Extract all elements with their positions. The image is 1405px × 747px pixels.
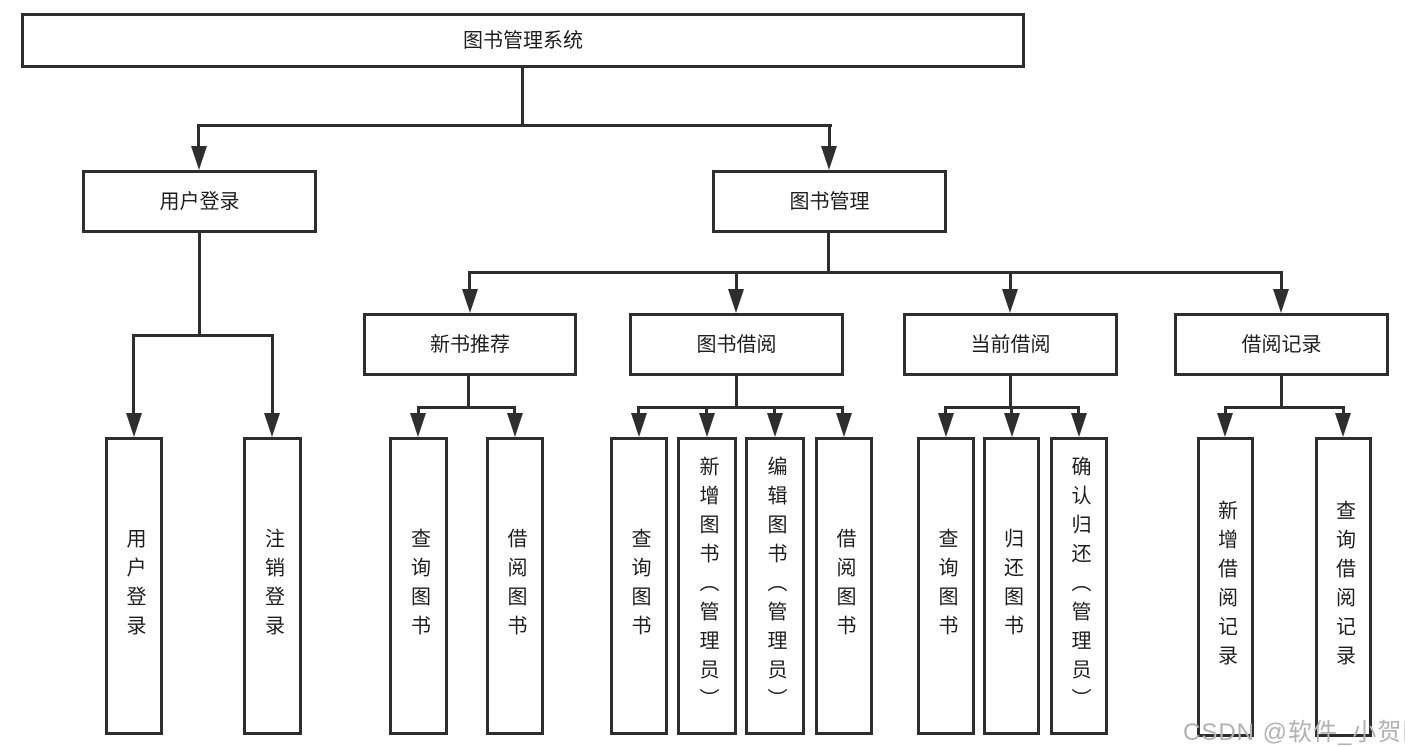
node-label: 借阅记录 <box>1241 333 1322 356</box>
edge-line <box>513 406 516 417</box>
watermark: CSDN @软件_小贺同学 <box>1183 719 1405 746</box>
node-borrow-books: 借阅图书 <box>486 437 544 735</box>
edge-line <box>198 233 201 336</box>
node-label: 查询图书 <box>628 528 650 644</box>
node-logout: 注销登录 <box>243 437 302 735</box>
arrow-down-icon <box>1004 413 1020 437</box>
edge-line <box>1009 376 1012 409</box>
edge-line <box>828 124 831 152</box>
node-label: 图书管理 <box>789 190 870 213</box>
edge-line <box>735 376 738 409</box>
edge-line <box>468 271 471 293</box>
edge-line <box>841 406 844 417</box>
node-add-borrow-record: 新增借阅记录 <box>1197 437 1254 737</box>
edge-line <box>132 334 135 416</box>
node-book-borrowing: 图书借阅 <box>629 313 844 376</box>
edge-line <box>827 233 830 273</box>
node-label: 归还图书 <box>1000 528 1023 644</box>
node-label: 查询图书 <box>935 528 957 644</box>
edge-line <box>1280 376 1283 409</box>
node-book-management: 图书管理 <box>712 170 947 233</box>
arrow-down-icon <box>126 413 142 437</box>
edge-line <box>1224 406 1227 417</box>
node-edit-books-admin: 编辑图书（管理员） <box>745 437 805 735</box>
arrow-down-icon <box>1071 413 1087 437</box>
node-label: 借阅图书 <box>833 528 855 644</box>
node-borrowing-records: 借阅记录 <box>1174 313 1389 376</box>
edge-line <box>271 334 274 416</box>
edge-line <box>773 406 776 417</box>
edge-line <box>1280 271 1283 293</box>
arrow-down-icon <box>767 413 783 437</box>
arrow-down-icon <box>264 413 280 437</box>
edge-line <box>705 406 708 417</box>
node-label: 新增图书（管理员） <box>696 455 718 717</box>
node-label: 当前借阅 <box>970 333 1051 356</box>
arrow-down-icon <box>462 289 478 313</box>
arrow-down-icon <box>699 413 715 437</box>
node-root-label: 图书管理系统 <box>463 29 583 52</box>
node-label: 图书借阅 <box>696 333 777 356</box>
arrow-down-icon <box>821 146 837 170</box>
node-new-book-recommend: 新书推荐 <box>363 313 577 376</box>
node-query-books: 查询图书 <box>610 437 668 735</box>
edge-line <box>637 406 844 409</box>
node-label: 用户登录 <box>159 190 240 213</box>
arrow-down-icon <box>631 413 647 437</box>
node-user-login: 用户登录 <box>105 437 163 735</box>
arrow-down-icon <box>1273 289 1289 313</box>
edge-line <box>735 271 738 293</box>
edge-line <box>1224 406 1345 409</box>
node-confirm-return-admin: 确认归还（管理员） <box>1050 437 1108 735</box>
edge-line <box>1010 406 1013 417</box>
arrow-down-icon <box>1335 413 1351 437</box>
node-label: 查询借阅记录 <box>1332 500 1355 674</box>
edge-line <box>521 68 524 126</box>
node-label: 查询图书 <box>407 528 430 644</box>
arrow-down-icon <box>728 289 744 313</box>
edge-line <box>469 271 1282 274</box>
node-label: 新书推荐 <box>430 333 510 356</box>
node-label: 编辑图书（管理员） <box>764 455 786 717</box>
edge-line <box>1077 406 1080 417</box>
edge-line <box>197 124 200 152</box>
node-label: 注销登录 <box>261 528 284 644</box>
arrow-down-icon <box>507 413 523 437</box>
arrow-down-icon <box>410 413 426 437</box>
edge-line <box>417 406 516 409</box>
node-borrow-books: 借阅图书 <box>815 437 873 735</box>
node-user-login-branch: 用户登录 <box>82 170 317 233</box>
edge-line <box>1342 406 1345 417</box>
node-query-books: 查询图书 <box>917 437 975 735</box>
node-label: 新增借阅记录 <box>1214 500 1237 674</box>
arrow-down-icon <box>938 413 954 437</box>
edge-line <box>417 406 420 417</box>
edge-line <box>1009 271 1012 293</box>
node-label: 用户登录 <box>123 528 145 644</box>
arrow-down-icon <box>1002 289 1018 313</box>
node-root: 图书管理系统 <box>21 13 1025 68</box>
arrow-down-icon <box>191 146 207 170</box>
edge-line <box>132 334 274 337</box>
edge-line <box>637 406 640 417</box>
node-label: 确认归还（管理员） <box>1068 455 1090 717</box>
node-label: 借阅图书 <box>504 528 526 644</box>
node-query-books: 查询图书 <box>389 437 448 735</box>
node-current-borrowing: 当前借阅 <box>903 313 1118 376</box>
edge-line <box>944 406 947 417</box>
arrow-down-icon <box>1217 413 1233 437</box>
node-return-books: 归还图书 <box>983 437 1040 735</box>
node-query-borrow-record: 查询借阅记录 <box>1315 437 1372 737</box>
edge-line <box>467 376 470 409</box>
arrow-down-icon <box>836 413 852 437</box>
edge-line <box>197 124 832 127</box>
node-add-books-admin: 新增图书（管理员） <box>677 437 737 735</box>
